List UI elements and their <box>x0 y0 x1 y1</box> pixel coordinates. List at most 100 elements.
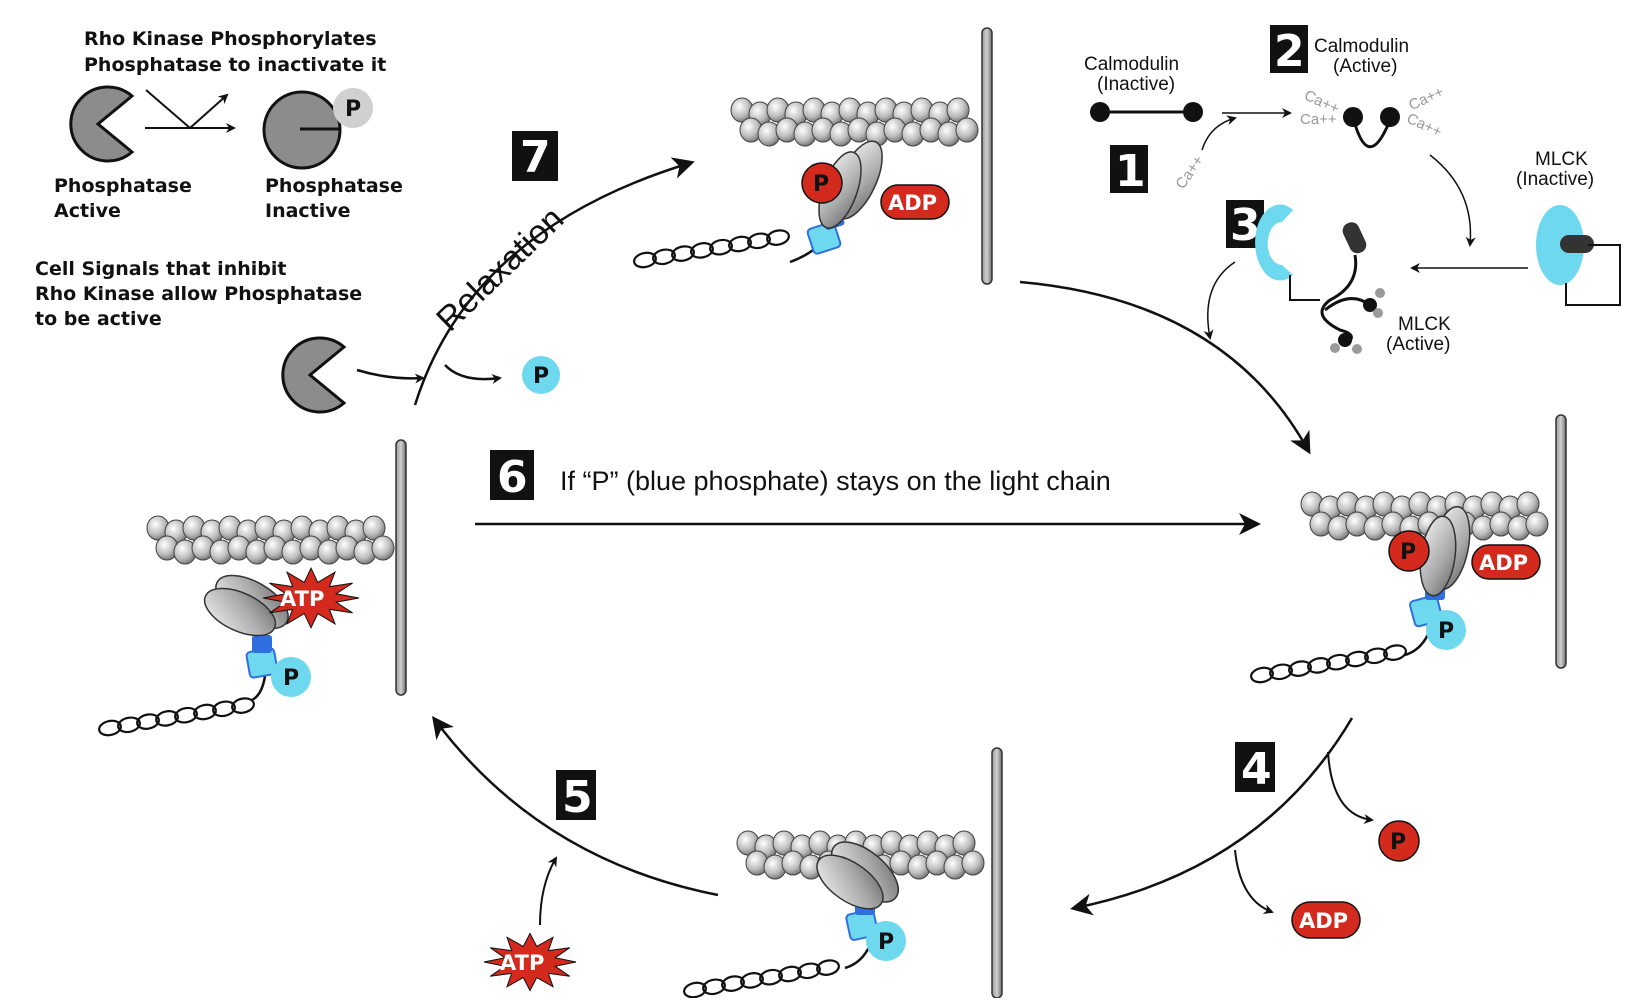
tail-loop <box>671 245 695 262</box>
step4: 4 P ADP <box>1070 717 1420 939</box>
tail-loop <box>690 242 714 259</box>
tail-loop <box>740 972 764 989</box>
atp-binding-arrow <box>431 716 719 897</box>
blue-phosphate-left <box>271 657 311 697</box>
myosin-head-bottom-1 <box>816 854 884 910</box>
tail-loop <box>155 710 179 727</box>
ca-label-5: Ca++ <box>1404 110 1445 141</box>
step7-box <box>512 131 558 181</box>
atp-left-label: ATP <box>280 587 324 611</box>
mlck-active-line2: (Active) <box>1386 334 1450 355</box>
actin-bead <box>371 535 395 561</box>
blue-phosphate-right-label: P <box>1438 619 1454 644</box>
light-chain-box-top <box>806 221 842 255</box>
tail-loop <box>1288 660 1312 677</box>
dense-body-top <box>981 27 993 285</box>
red-phosphate-top-label: P <box>813 172 829 197</box>
blue-phosphate-bottom <box>866 921 906 961</box>
mlck-inactive-body <box>1536 205 1584 285</box>
mlck-inactive-line2: (Inactive) <box>1516 169 1594 190</box>
cell-signals-line1: Cell Signals that inhibit <box>35 258 286 280</box>
actin-bead <box>961 850 985 876</box>
rho-kinase-title-line2: Phosphatase to inactivate it <box>84 54 386 76</box>
phosphatase-to-relaxation-arrow <box>356 368 425 384</box>
tail-loop <box>1383 644 1407 661</box>
red-phosphate-released-label: P <box>1390 830 1406 855</box>
actin-bead <box>952 830 976 856</box>
mlck-to-myosin-arrow <box>1203 261 1236 340</box>
calmodulin-active-shape <box>1351 116 1392 149</box>
tail-loop <box>778 965 802 983</box>
calmodulin-panel: Calmodulin (Inactive) 1 Ca++ 2 Calmoduli… <box>1084 25 1621 355</box>
light-chain-bottom <box>683 959 840 999</box>
phosphate-gray-icon <box>333 88 373 128</box>
tail-loop <box>1364 647 1388 665</box>
calmodulin-active-line2: (Active) <box>1333 56 1397 77</box>
myosin-top-center: P ADP <box>633 27 993 285</box>
relaxation-arrow <box>413 157 695 406</box>
tail-loop <box>766 229 790 246</box>
step7-number: 7 <box>520 132 551 183</box>
contraction-arrow <box>1019 280 1311 455</box>
tail-loop <box>747 232 771 250</box>
step2-box <box>1270 25 1308 73</box>
tail-loop <box>136 713 160 730</box>
adp-right <box>1471 544 1541 580</box>
step5-box <box>556 770 596 820</box>
ca-label-1: Ca++ <box>1172 152 1207 192</box>
red-phosphate-right <box>1388 530 1430 572</box>
atp-bottom-label: ATP <box>500 951 544 975</box>
actin-bead <box>362 515 386 541</box>
tail-loop <box>98 719 122 737</box>
cell-signals-line2: Rho Kinase allow Phosphatase <box>35 283 362 305</box>
step1-box <box>1110 145 1148 193</box>
red-phosphate-top <box>801 162 843 204</box>
myosin-left: ATP P <box>98 439 407 737</box>
tail-loop <box>728 235 752 253</box>
tail-loop <box>759 968 783 986</box>
tail-loop <box>1307 657 1331 674</box>
red-phosphate-right-label: P <box>1400 540 1416 565</box>
tail-loop <box>709 238 733 256</box>
tail-loop <box>174 706 198 724</box>
actin-top <box>730 97 979 147</box>
rho-kinase-title-line1: Rho Kinase Phosphorylates <box>84 28 377 50</box>
actin-right <box>1300 491 1549 541</box>
tail-loop <box>1326 653 1350 671</box>
atp-starburst-left <box>262 567 360 629</box>
step6: 6 If “P” (blue phosphate) stays on the l… <box>475 450 1261 535</box>
tail-loop <box>683 981 707 999</box>
phosphate-release-arrow <box>444 364 502 384</box>
light-chain-right <box>1250 644 1407 684</box>
phosphatase-active-line1: Phosphatase <box>54 175 192 197</box>
power-stroke-arrow <box>1070 717 1354 916</box>
tail-loop <box>702 978 726 996</box>
blue-phosphate-released <box>522 356 560 394</box>
adp-released <box>1291 901 1361 939</box>
adp-top-label: ADP <box>888 191 937 215</box>
adp-top <box>880 184 950 220</box>
neck-left <box>252 635 272 653</box>
phosphatase-active-icon <box>69 85 135 163</box>
rho-kinase-panel: Rho Kinase Phosphorylates Phosphatase to… <box>35 28 560 414</box>
step5-number: 5 <box>562 772 593 823</box>
dense-body-right <box>1555 414 1567 669</box>
light-chain-left <box>98 697 255 737</box>
adp-right-label: ADP <box>1479 551 1528 575</box>
red-phosphate-released <box>1378 820 1420 862</box>
blue-phosphate-left-label: P <box>283 666 299 691</box>
step6-number: 6 <box>497 452 528 503</box>
calmodulin-inactive-line2: (Inactive) <box>1097 74 1175 95</box>
myosin-bottom-center: P <box>683 747 1003 999</box>
phosphatase-active-icon-2 <box>281 336 347 414</box>
tail-loop <box>652 248 676 266</box>
blue-phosphate-bottom-label: P <box>878 930 894 955</box>
blue-phosphate-released-label: P <box>533 364 549 389</box>
tail-loop <box>633 251 657 269</box>
tail-loop <box>212 700 236 718</box>
actin-bead <box>1525 511 1549 537</box>
actin-left <box>146 515 395 565</box>
adp-released-label: ADP <box>1299 909 1348 933</box>
